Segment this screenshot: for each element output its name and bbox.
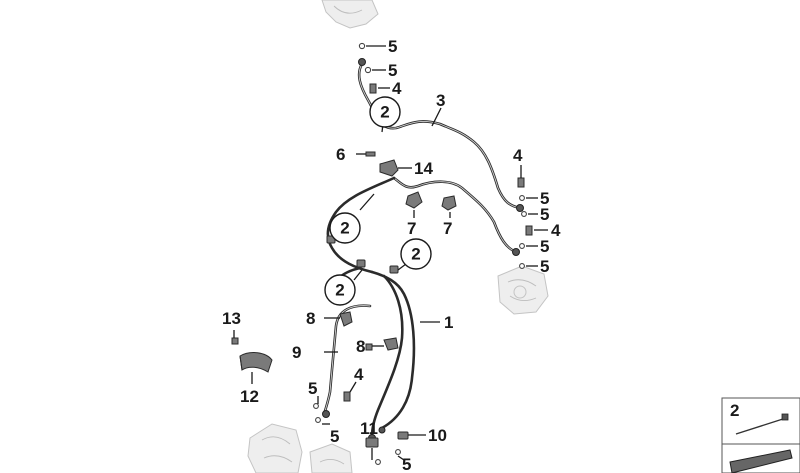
label-6: 6 (336, 145, 345, 164)
label-5-f: 5 (540, 257, 549, 276)
cable-tie-icon (735, 413, 789, 435)
label-5-d: 5 (540, 205, 549, 224)
front-caliper-right-ghost (309, 443, 353, 473)
label-5-e: 5 (540, 237, 549, 256)
label-5-c: 5 (540, 189, 549, 208)
callout-2-middle-right-label: 2 (411, 245, 420, 264)
brackets-8 (339, 311, 399, 351)
label-5-h: 5 (330, 427, 339, 446)
callout-2-lower-label: 2 (335, 281, 344, 300)
callout-2-middle-left-label: 2 (340, 219, 349, 238)
label-5-a: 5 (388, 37, 397, 56)
label-8-b: 8 (356, 337, 365, 356)
callout-2-middle-right: 2 (400, 238, 432, 270)
banjo-fittings (322, 58, 524, 442)
label-9: 9 (292, 343, 301, 362)
label-4-c: 4 (551, 221, 561, 240)
bracket-14 (379, 159, 399, 177)
label-5-g: 5 (308, 379, 317, 398)
callout-2-lower: 2 (324, 274, 356, 306)
label-13: 13 (222, 309, 241, 328)
callout-2-upper-label: 2 (380, 103, 389, 122)
brake-line-3 (357, 62, 522, 210)
clamp-12 (239, 352, 273, 373)
callout-2-upper: 2 (369, 96, 401, 128)
legend-panel: 2 (721, 397, 800, 473)
screw-13 (231, 337, 239, 345)
rear-caliper-ghost (497, 265, 549, 315)
label-5-i: 5 (402, 455, 411, 473)
label-4-a: 4 (392, 79, 402, 98)
label-1: 1 (444, 313, 453, 332)
label-14: 14 (414, 159, 433, 178)
sealing-rings (313, 42, 527, 465)
part-labels: 5 5 4 3 4 5 5 4 5 5 6 14 7 7 1 8 9 8 13 … (222, 37, 561, 473)
screw-6 (365, 151, 376, 157)
callout-2-middle-left: 2 (329, 212, 361, 244)
part-shape-icon (729, 449, 793, 473)
label-4-d: 4 (354, 365, 364, 384)
label-11: 11 (360, 419, 378, 438)
brake-line-9 (322, 304, 372, 416)
label-12: 12 (240, 387, 259, 406)
legend-item-label: 2 (730, 401, 739, 420)
front-caliper-left-ghost (247, 423, 303, 473)
brake-line-middle (326, 176, 518, 274)
part-10 (397, 431, 409, 440)
part-11 (365, 437, 379, 448)
label-4-b: 4 (513, 146, 523, 165)
label-8-a: 8 (306, 309, 315, 328)
label-3: 3 (436, 91, 445, 110)
label-5-b: 5 (388, 61, 397, 80)
label-7-a: 7 (407, 219, 416, 238)
master-cylinder-ghost (321, 0, 379, 29)
brackets-7 (405, 191, 457, 211)
label-7-b: 7 (443, 219, 452, 238)
label-10: 10 (428, 426, 447, 445)
